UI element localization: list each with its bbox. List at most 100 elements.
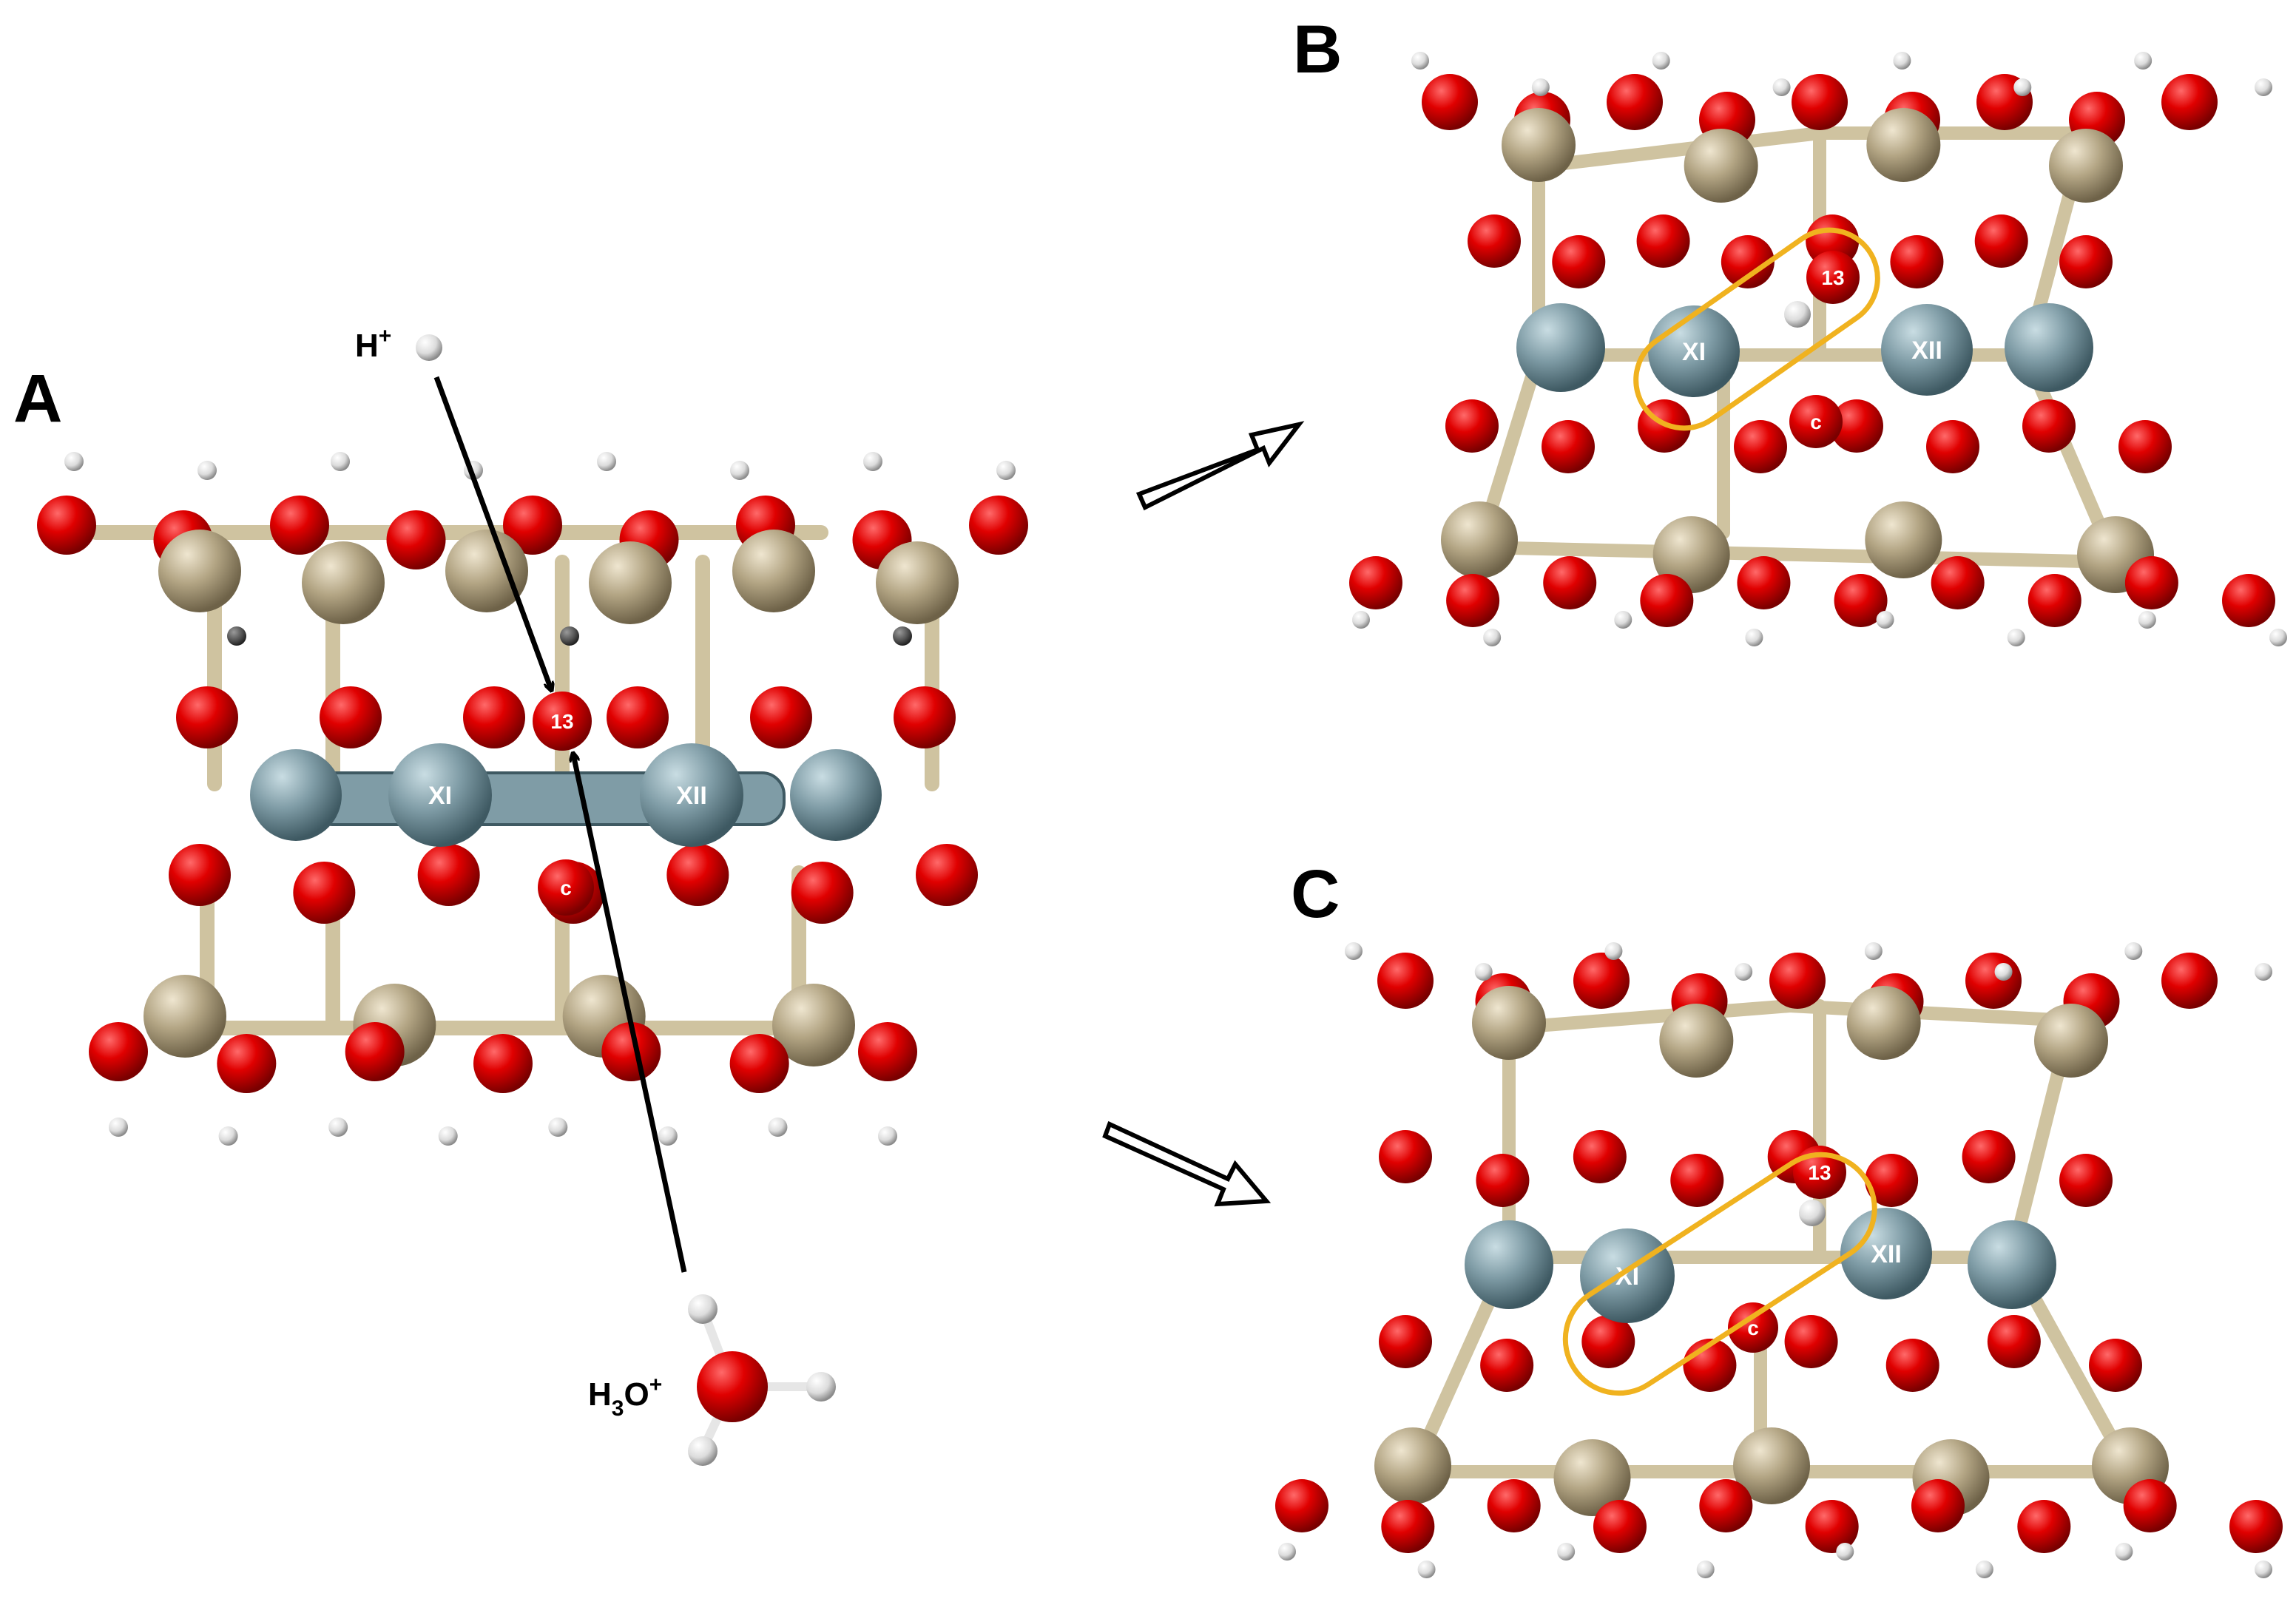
metal-atom xyxy=(250,749,342,841)
oxygen-atom xyxy=(791,862,854,924)
hydrogen-atom xyxy=(1411,52,1429,70)
panel-c-xii-label: XII xyxy=(1871,1240,1902,1268)
hydrogen-atom xyxy=(2013,78,2032,96)
hydrogen-atom xyxy=(1557,1543,1576,1561)
silicon-atom xyxy=(1659,1004,1734,1078)
silicon-atom xyxy=(1866,108,1941,182)
metal-atom xyxy=(1516,303,1605,392)
oxygen-atom xyxy=(1379,1130,1432,1183)
proton-label: H+ xyxy=(355,324,391,364)
proton-attack-arrow xyxy=(433,376,551,689)
hydrogen-atom xyxy=(878,1126,897,1146)
oxygen-atom xyxy=(320,686,382,748)
hydrogen-atom xyxy=(863,452,882,471)
oxygen-atom xyxy=(1581,1315,1635,1368)
hydrogen-atom xyxy=(2134,52,2152,70)
silicon-atom xyxy=(1865,501,1942,578)
oxygen-atom xyxy=(1670,1154,1724,1207)
silicon-atom xyxy=(445,530,528,612)
oxygen-atom xyxy=(2123,1479,2177,1532)
silicon-atom xyxy=(589,541,672,624)
hydrogen-atom xyxy=(1864,942,1883,960)
hydronium-attack-arrow xyxy=(573,754,687,1273)
hydrogen-atom xyxy=(2269,629,2287,646)
oxygen-atom xyxy=(1607,74,1663,130)
oxygen-atom xyxy=(1593,1500,1647,1553)
oxygen-atom xyxy=(1468,214,1521,268)
oxygen-atom xyxy=(1543,556,1597,609)
hydrogen-atom xyxy=(227,626,246,646)
hydrogen-atom xyxy=(2115,1543,2133,1561)
silicon-atom xyxy=(144,975,226,1058)
panel-c-metal-xii: XII xyxy=(1840,1208,1932,1299)
hydrogen-atom xyxy=(1994,963,2013,981)
hydrogen-atom xyxy=(1975,1561,1993,1578)
hydrogen-atom xyxy=(560,626,579,646)
oxygen-atom xyxy=(916,844,978,906)
oxygen-atom xyxy=(89,1022,148,1081)
panel-c-atoms xyxy=(1275,942,2283,1578)
oxygen-atom xyxy=(969,496,1028,555)
oxygen-atom xyxy=(2124,556,2178,609)
hydrogen-atom xyxy=(1417,1561,1436,1578)
hydrogen-atom xyxy=(1696,1561,1715,1578)
panel-c-c-label: c xyxy=(1747,1316,1759,1339)
silicon-atom xyxy=(1652,516,1730,593)
oxygen-atom xyxy=(1573,1130,1627,1183)
oxygen-atom xyxy=(1911,1479,1965,1532)
oxygen-atom xyxy=(1721,235,1775,288)
hydrogen-atom xyxy=(1745,629,1763,646)
arrow-a-to-b xyxy=(1135,421,1305,511)
oxygen-atom xyxy=(1377,953,1434,1009)
oxygen-atom xyxy=(1792,74,1848,130)
oxygen-atom xyxy=(503,496,562,555)
panel-a-c-label: c xyxy=(560,876,572,899)
panel-b-highlight-ellipse xyxy=(1633,227,1880,431)
hydrogen-atom xyxy=(768,1118,788,1137)
oxygen-atom xyxy=(1885,1339,1939,1392)
hydrogen-atom xyxy=(1345,942,1363,960)
oxygen-atom xyxy=(1965,953,2022,1009)
oxygen-atom xyxy=(37,496,96,555)
oxygen-atom xyxy=(1734,420,1787,473)
hydrogen-atom xyxy=(1474,963,1493,981)
hydrogen-atom xyxy=(1483,629,1502,646)
silicon-atom xyxy=(158,530,241,612)
hydrogen-atom xyxy=(331,452,350,471)
hydrogen-atom xyxy=(2124,942,2143,960)
hydrogen-atom xyxy=(218,1126,238,1146)
oxygen-atom xyxy=(1987,1315,2041,1368)
oxygen-atom xyxy=(1446,574,1500,627)
panel-b-xii-label: XII xyxy=(1911,337,1942,365)
silicon-atom xyxy=(1374,1427,1451,1504)
hydrogen-atom xyxy=(658,1126,678,1146)
panel-a: A XI XII xyxy=(13,324,1028,1466)
hydronium: H3O+ xyxy=(588,1294,836,1466)
oxygen-atom xyxy=(2059,1154,2113,1207)
oxygen-atom xyxy=(176,686,238,748)
oxygen-atom xyxy=(270,496,329,555)
hydrogen-atom xyxy=(438,1126,458,1146)
hydrogen-atom xyxy=(1614,611,1632,629)
oxygen-atom xyxy=(1784,1315,1838,1368)
panel-c: C XI XII 13 c xyxy=(1275,856,2283,1578)
panel-b-13-label: 13 xyxy=(1821,266,1844,289)
hydronium-label: H3O+ xyxy=(588,1373,662,1421)
metal-atom xyxy=(790,749,882,841)
oxygen-atom xyxy=(666,844,729,906)
hydrogen-atom xyxy=(1735,963,1753,981)
metal-atom xyxy=(1968,1220,2056,1309)
oxygen-atom xyxy=(1834,574,1888,627)
oxygen-atom xyxy=(2027,574,2081,627)
oxygen-atom xyxy=(894,686,956,748)
panel-a-atoms xyxy=(37,452,1028,1146)
oxygen-atom xyxy=(345,1022,405,1081)
silicon-atom xyxy=(732,530,815,612)
oxygen-atom xyxy=(1640,574,1694,627)
panel-b-c-label: c xyxy=(1810,410,1822,433)
oxygen-atom xyxy=(1699,1479,1753,1532)
metal-atom xyxy=(2005,303,2093,392)
panel-c-oxygen-c: c xyxy=(1728,1302,1778,1353)
panel-a-xi-label: XI xyxy=(428,782,452,810)
